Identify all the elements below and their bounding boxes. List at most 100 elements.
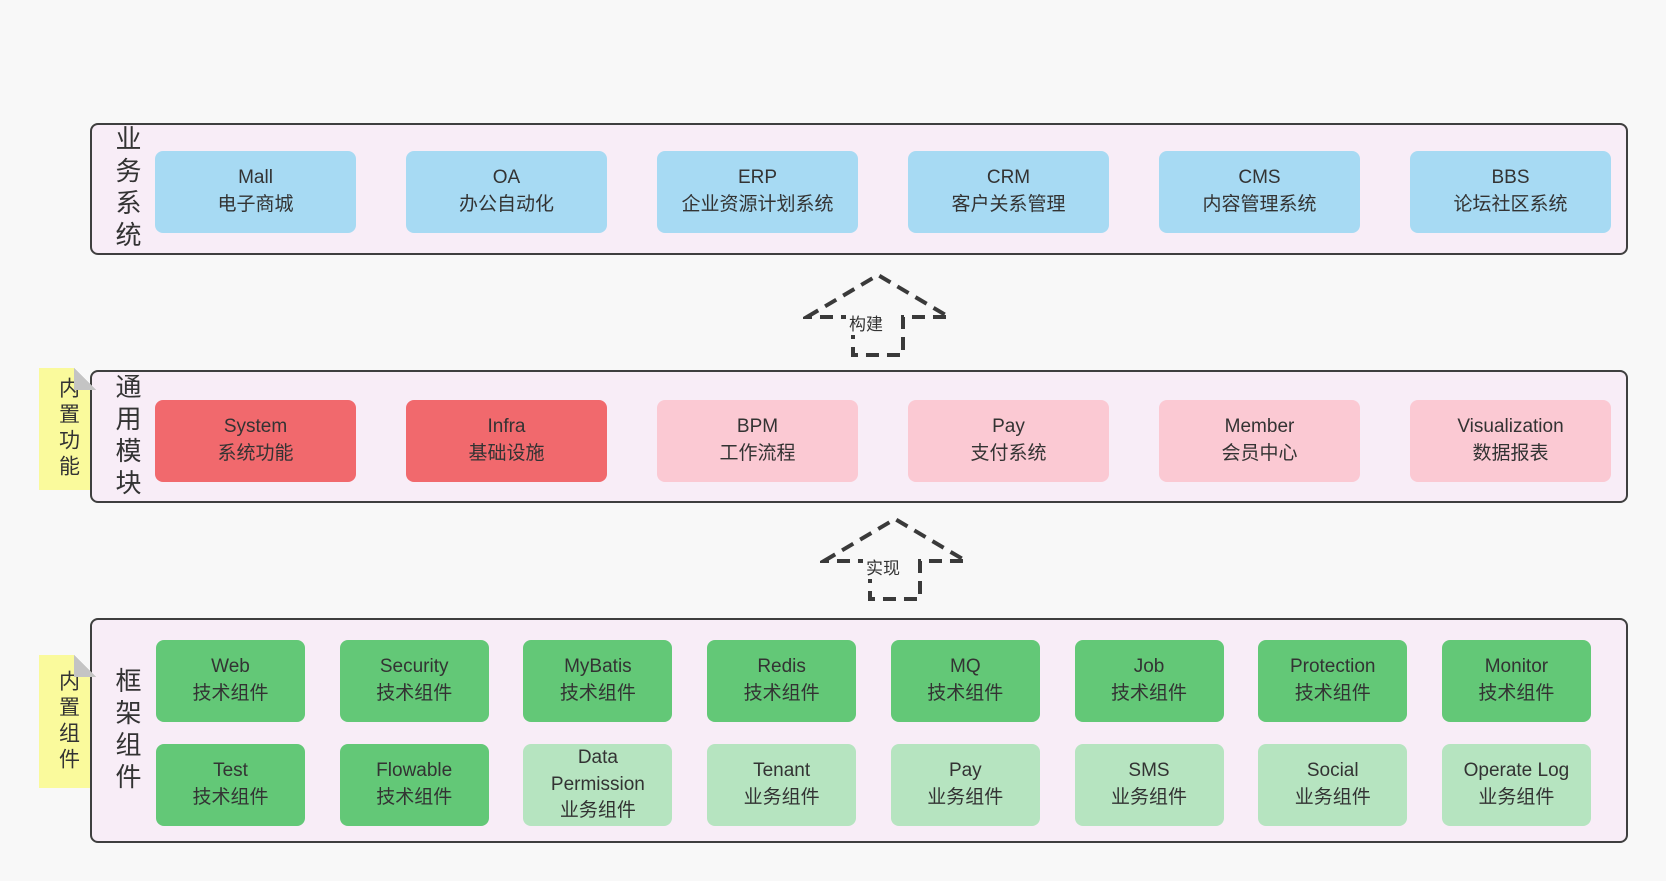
- box-subtitle: 技术组件: [1478, 683, 1555, 704]
- band-business-systems: 业务系统 Mall 电子商城 OA 办公自动化 ERP 企业资源计划系统 CRM…: [90, 123, 1628, 255]
- box-subtitle: 技术组件: [1111, 683, 1188, 704]
- box-title: OA: [492, 167, 521, 189]
- box-system: System 系统功能: [155, 400, 356, 482]
- box-pay-biz: Pay 业务组件: [890, 744, 1040, 826]
- box-title: Pay: [948, 760, 982, 782]
- box-title: Job: [1133, 656, 1165, 678]
- box-pay: Pay 支付系统: [908, 400, 1109, 482]
- sticky-note-text: 内置功能: [56, 377, 80, 481]
- box-protection: Protection 技术组件: [1258, 640, 1408, 722]
- box-subtitle: 内容管理系统: [1202, 194, 1317, 215]
- box-title: BPM: [736, 416, 779, 438]
- build-arrow-label: 构建: [846, 310, 886, 335]
- box-subtitle: 技术组件: [376, 787, 453, 808]
- box-subtitle: 会员中心: [1221, 443, 1298, 464]
- box-crm: CRM 客户关系管理: [908, 151, 1109, 233]
- build-arrow: 构建: [803, 271, 953, 359]
- implement-arrow-label: 实现: [863, 554, 903, 579]
- box-subtitle: 工作流程: [719, 443, 796, 464]
- box-title: CMS: [1238, 167, 1281, 189]
- common-modules-row: System 系统功能 Infra 基础设施 BPM 工作流程 Pay 支付系统…: [155, 400, 1611, 482]
- folded-corner-icon: [74, 655, 96, 677]
- box-title: SMS: [1128, 760, 1170, 782]
- box-subtitle: 技术组件: [559, 683, 636, 704]
- box-tenant: Tenant 业务组件: [707, 744, 857, 826]
- box-infra: Infra 基础设施: [406, 400, 607, 482]
- box-subtitle: 电子商城: [217, 194, 294, 215]
- box-subtitle: 技术组件: [192, 683, 269, 704]
- business-systems-row: Mall 电子商城 OA 办公自动化 ERP 企业资源计划系统 CRM 客户关系…: [155, 151, 1611, 233]
- box-title: Infra: [487, 416, 526, 438]
- box-title: MyBatis: [564, 656, 632, 678]
- box-subtitle: 技术组件: [743, 683, 820, 704]
- box-title: ERP: [737, 167, 778, 189]
- box-subtitle: 系统功能: [217, 443, 294, 464]
- box-job: Job 技术组件: [1074, 640, 1224, 722]
- box-title: Web: [211, 656, 250, 678]
- folded-corner-icon: [74, 368, 96, 390]
- box-mall: Mall 电子商城: [155, 151, 356, 233]
- box-title: Tenant: [753, 760, 811, 782]
- box-subtitle: 技术组件: [1294, 683, 1371, 704]
- band-common-modules: 通用模块 System 系统功能 Infra 基础设施 BPM 工作流程 Pay…: [90, 370, 1628, 503]
- box-subtitle: 业务组件: [1294, 787, 1371, 808]
- sticky-note-builtin-components: 内置组件: [39, 655, 96, 788]
- box-oa: OA 办公自动化: [406, 151, 607, 233]
- box-subtitle: 技术组件: [927, 683, 1004, 704]
- up-arrow-dashed-icon: [820, 516, 970, 601]
- box-subtitle: 业务组件: [743, 787, 820, 808]
- box-subtitle: 企业资源计划系统: [681, 194, 834, 215]
- box-title: Security: [379, 656, 449, 678]
- box-web: Web 技术组件: [156, 640, 305, 722]
- box-subtitle: 业务组件: [559, 800, 636, 822]
- up-arrow-dashed-icon: [803, 272, 953, 357]
- band-label-common-modules: 通用模块: [112, 372, 142, 501]
- band-framework-components: 框架组件 Web 技术组件 Security 技术组件 MyBatis 技术组件…: [90, 618, 1628, 843]
- band-label-business-systems: 业务系统: [112, 125, 142, 253]
- box-social: Social 业务组件: [1258, 744, 1408, 826]
- box-monitor: Monitor 技术组件: [1441, 640, 1591, 722]
- box-title: Test: [213, 760, 248, 782]
- implement-arrow: 实现: [820, 515, 970, 603]
- box-title: CRM: [986, 167, 1031, 189]
- box-title: BBS: [1491, 167, 1530, 189]
- box-title: System: [223, 416, 288, 438]
- box-bpm: BPM 工作流程: [657, 400, 858, 482]
- box-title: Flowable: [376, 760, 453, 782]
- box-subtitle: 业务组件: [1478, 787, 1555, 808]
- framework-components-row-1: Web 技术组件 Security 技术组件 MyBatis 技术组件 Redi…: [156, 640, 1591, 722]
- box-subtitle: 论坛社区系统: [1453, 194, 1568, 215]
- box-title: Visualization: [1457, 416, 1564, 438]
- box-redis: Redis 技术组件: [707, 640, 857, 722]
- box-title: Data Permission: [550, 746, 645, 795]
- box-title: Protection: [1289, 656, 1376, 678]
- box-subtitle: 业务组件: [927, 787, 1004, 808]
- box-data-permission: Data Permission 业务组件: [523, 744, 673, 826]
- box-subtitle: 技术组件: [376, 683, 453, 704]
- box-member: Member 会员中心: [1159, 400, 1360, 482]
- box-title: Member: [1224, 416, 1295, 438]
- framework-components-row-2: Test 技术组件 Flowable 技术组件 Data Permission …: [156, 744, 1591, 826]
- box-title: Monitor: [1484, 656, 1549, 678]
- box-subtitle: 办公自动化: [458, 194, 554, 215]
- box-title: Mall: [238, 167, 273, 189]
- box-flowable: Flowable 技术组件: [339, 744, 489, 826]
- box-cms: CMS 内容管理系统: [1159, 151, 1360, 233]
- box-subtitle: 业务组件: [1111, 787, 1188, 808]
- box-test: Test 技术组件: [156, 744, 305, 826]
- box-sms: SMS 业务组件: [1074, 744, 1224, 826]
- box-mq: MQ 技术组件: [890, 640, 1040, 722]
- box-visualization: Visualization 数据报表: [1410, 400, 1611, 482]
- box-subtitle: 支付系统: [970, 443, 1047, 464]
- box-mybatis: MyBatis 技术组件: [523, 640, 673, 722]
- box-operate-log: Operate Log 业务组件: [1441, 744, 1591, 826]
- box-subtitle: 数据报表: [1472, 443, 1549, 464]
- box-title: Operate Log: [1463, 760, 1570, 782]
- box-bbs: BBS 论坛社区系统: [1410, 151, 1611, 233]
- box-title: Social: [1306, 760, 1359, 782]
- box-security: Security 技术组件: [339, 640, 489, 722]
- box-title: Redis: [757, 656, 806, 678]
- box-subtitle: 技术组件: [192, 787, 269, 808]
- box-title: Pay: [992, 416, 1025, 438]
